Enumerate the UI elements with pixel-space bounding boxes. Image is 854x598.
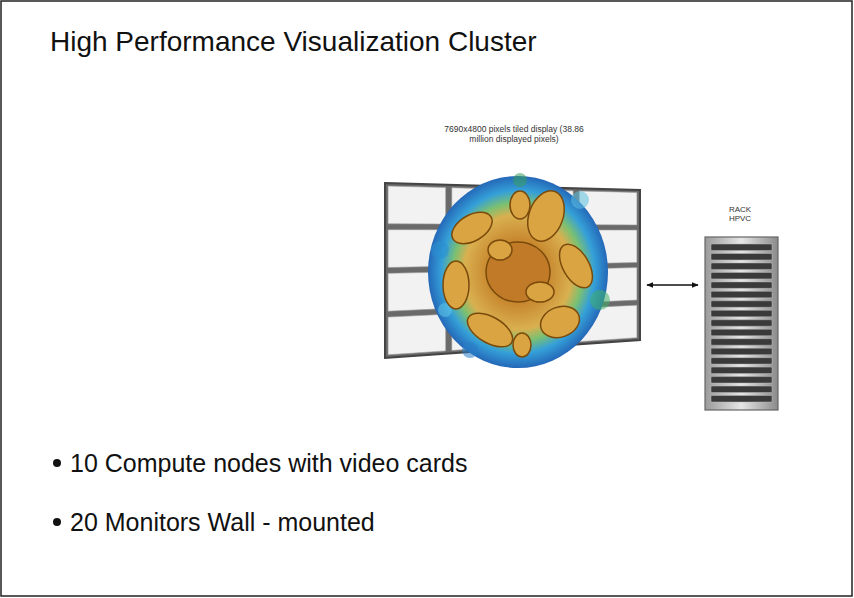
slide-title: High Performance Visualization Cluster — [50, 26, 537, 58]
blob-sphere — [428, 176, 608, 368]
ring-mottle — [431, 173, 610, 358]
server-slot — [711, 358, 772, 364]
bullet-dot — [53, 459, 61, 467]
server-slot — [711, 339, 772, 345]
server-slot — [711, 329, 772, 335]
server-slot — [711, 310, 772, 316]
monitor-tile — [388, 186, 446, 224]
rack-drawing — [700, 205, 780, 415]
server-slot — [711, 253, 772, 259]
server-slot — [711, 272, 772, 278]
rack-label: RACK HPVC — [720, 205, 760, 223]
display-caption: 7690x4800 pixels tiled display (38.86 mi… — [444, 125, 584, 145]
server-slot — [711, 291, 772, 297]
server-slot — [711, 301, 772, 307]
title-holder: High Performance Visualization Cluster — [50, 26, 537, 58]
server-rack: RACK HPVC — [700, 205, 780, 415]
server-slot — [711, 320, 772, 326]
connector-arrow — [647, 284, 698, 286]
bullet-text: 10 Compute nodes with video cards — [70, 448, 467, 478]
server-slot — [711, 244, 772, 250]
bullet-dot — [53, 518, 61, 526]
server-slot — [711, 263, 772, 269]
server-slot — [711, 396, 772, 402]
label-holder: 10 Compute nodes with video cards — [70, 448, 467, 478]
rack-body — [705, 237, 778, 410]
bullet-text: 20 Monitors Wall - mounted — [70, 507, 375, 537]
server-slot — [711, 386, 772, 392]
server-slot — [711, 348, 772, 354]
monitor-tile — [388, 314, 446, 355]
label-holder: 20 Monitors Wall - mounted — [70, 507, 375, 537]
server-slot — [711, 367, 772, 373]
gold-blobs — [443, 186, 599, 357]
server-slot — [711, 377, 772, 383]
server-slot — [711, 282, 772, 288]
